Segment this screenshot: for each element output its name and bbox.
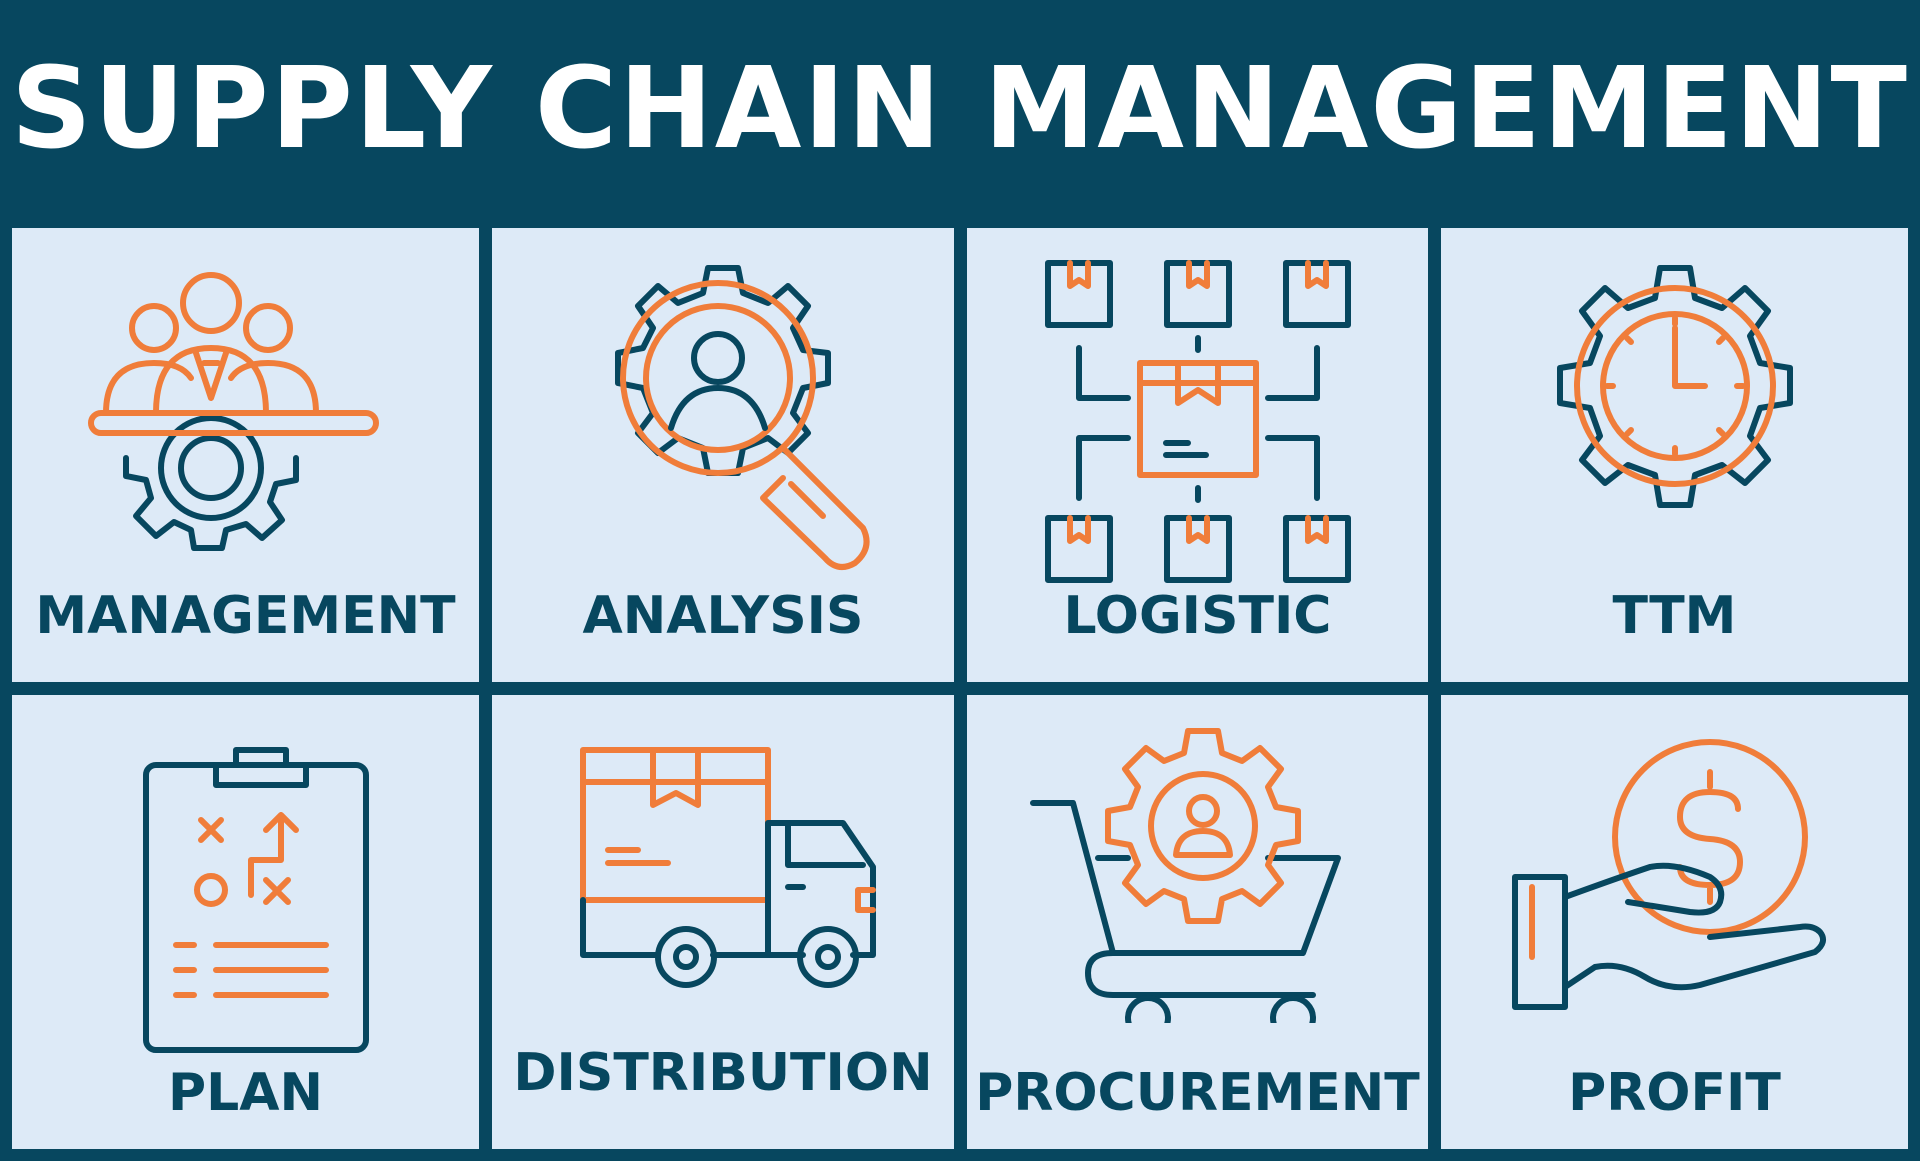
tile-management: MANAGEMENT	[12, 228, 479, 682]
tile-label: MANAGEMENT	[35, 586, 456, 646]
tile-distribution: DISTRIBUTION	[492, 695, 954, 1149]
tile-logistic: LOGISTIC	[967, 228, 1428, 682]
tile-label: PROCUREMENT	[975, 1063, 1420, 1123]
delivery-truck-icon	[580, 747, 876, 988]
clipboard-strategy-icon	[142, 747, 369, 1053]
tile-ttm: TTM	[1441, 228, 1908, 682]
cart-gear-icon	[1029, 728, 1341, 1023]
tile-analysis: ANALYSIS	[492, 228, 954, 682]
tile-plan: PLAN	[12, 695, 479, 1149]
clock-gear-icon	[1556, 265, 1793, 508]
tile-label: LOGISTIC	[1063, 586, 1332, 646]
header-banner: SUPPLY CHAIN MANAGEMENT	[0, 0, 1920, 218]
tile-profit: PROFIT	[1441, 695, 1908, 1149]
tile-label: TTM	[1612, 586, 1737, 646]
box-network-icon	[1044, 260, 1351, 583]
team-gear-icon	[87, 272, 379, 551]
tile-procurement: PROCUREMENT	[967, 695, 1428, 1149]
tile-label: PLAN	[167, 1063, 323, 1123]
magnifier-gear-icon	[615, 265, 870, 570]
hand-coin-icon	[1511, 739, 1826, 1010]
tile-label: DISTRIBUTION	[513, 1043, 933, 1103]
page-title: SUPPLY CHAIN MANAGEMENT	[11, 44, 1909, 174]
tile-label: ANALYSIS	[582, 586, 864, 646]
tile-label: PROFIT	[1568, 1063, 1781, 1123]
